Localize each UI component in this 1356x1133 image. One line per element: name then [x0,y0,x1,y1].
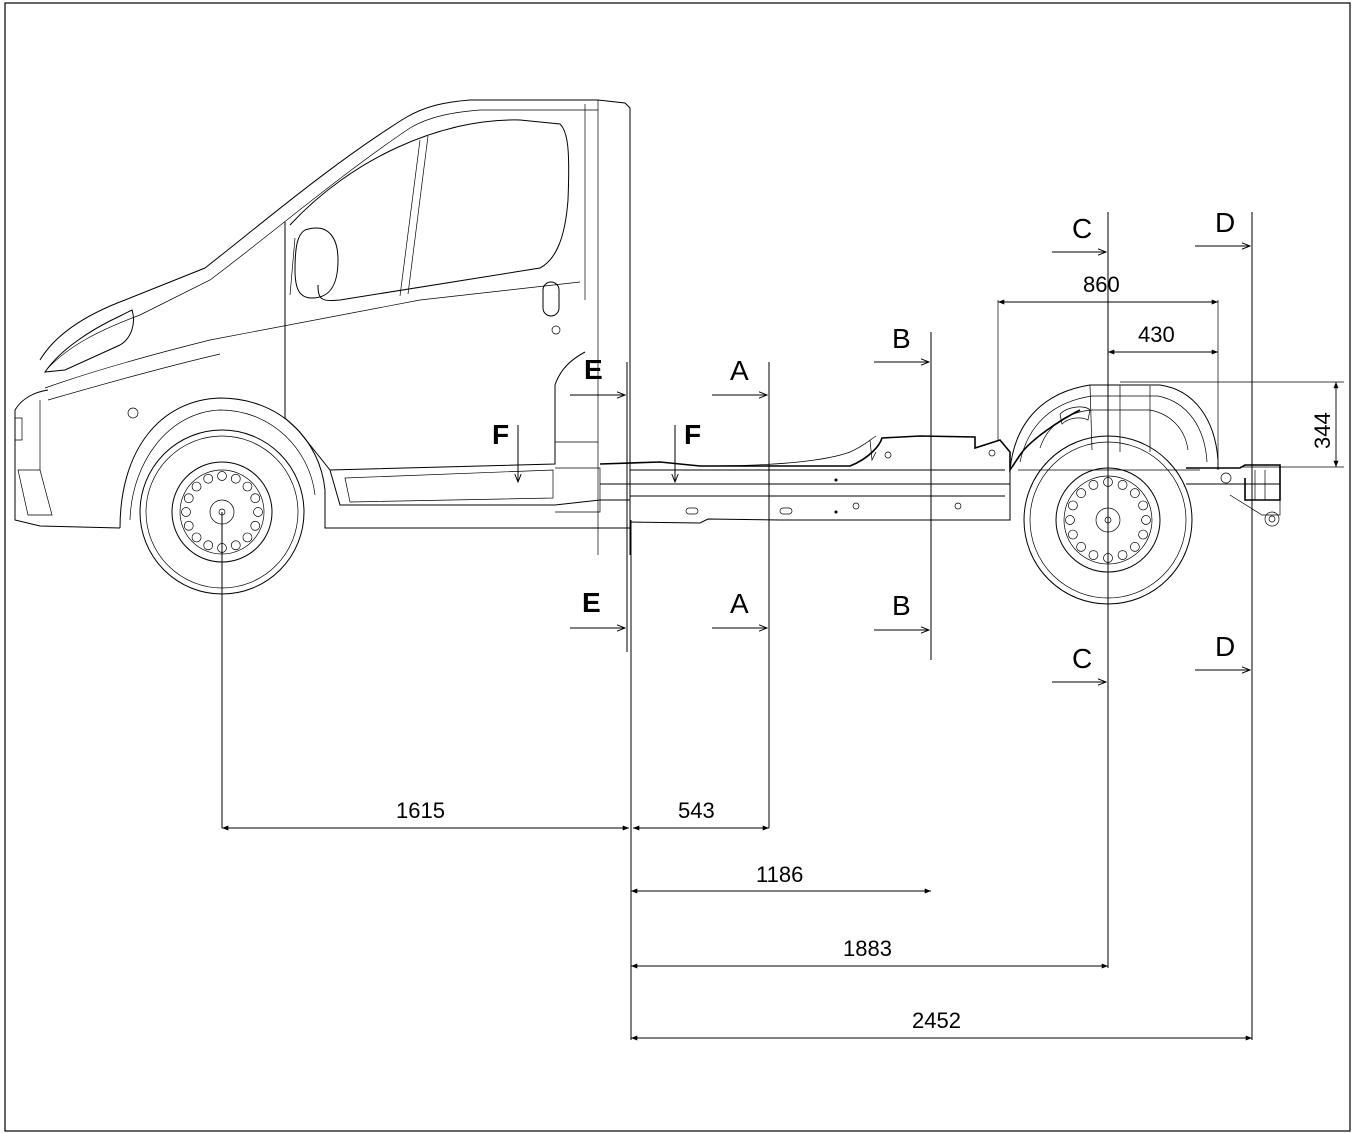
wheel-vent-hole [204,474,213,483]
wheel-vent-hole [1130,489,1139,498]
wheel-vent-hole [184,521,193,530]
section-label-b-top: B [892,323,911,354]
dimension-344: 344 [1310,412,1335,449]
dimension-430: 430 [1138,322,1175,347]
wheel-vent-hole [1089,480,1098,489]
wheel-vent-hole [192,482,201,491]
wheel-vent-hole [243,482,252,491]
dimension-1615: 1615 [396,798,445,823]
wheel-vent-hole [1139,501,1148,510]
wheel-vent-hole [204,541,213,550]
section-label-a-bottom: A [730,588,749,619]
dimension-1186: 1186 [756,862,803,887]
section-label-a-top: A [730,355,749,386]
wheel-vent-hole [1130,542,1139,551]
wheel-vent-hole [243,533,252,542]
section-label-e-top: E [584,354,603,385]
section-label-e-bottom: E [582,587,601,618]
wheel-vent-hole [1068,501,1077,510]
section-label-c-bottom: C [1072,643,1092,674]
wheel-vent-hole [254,508,263,517]
dimension-1883: 1883 [843,936,892,961]
wheel-vent-hole [1142,516,1151,525]
dimension-860: 860 [1083,272,1120,297]
wheel-vent-hole [1066,516,1075,525]
wheel-vent-hole [1077,489,1086,498]
wheel-vent-hole [182,508,191,517]
wheel-vent-hole [1077,542,1086,551]
rear-wheelhouse [1010,385,1218,470]
dimension-lines [222,302,1336,1038]
wheel-vent-hole [251,494,260,503]
section-label-b-bottom: B [892,590,911,621]
dimension-543: 543 [678,798,715,823]
section-lines [222,212,1344,1040]
drawing-border [5,3,1350,1131]
wheel-vent-hole [231,474,240,483]
section-label-d-bottom: D [1215,631,1235,662]
wheel-vent-hole [218,472,227,481]
wheel-vent-hole [184,494,193,503]
section-label-f-left: F [492,419,509,450]
wheel-vent-hole [1139,530,1148,539]
section-label-f-right: F [684,419,701,450]
chassis-frame [600,410,1280,526]
wheel-vent-hole [231,541,240,550]
dimension-2452: 2452 [912,1008,961,1033]
section-label-d-top: D [1215,207,1235,238]
wheel-vent-hole [192,533,201,542]
wheel-vent-hole [251,521,260,530]
cab-body [15,100,630,555]
wheel-vent-hole [1089,551,1098,560]
wheel-vent-hole [1118,551,1127,560]
wheel-vent-hole [1068,530,1077,539]
wheel-vent-hole [1118,480,1127,489]
section-label-c-top: C [1072,213,1092,244]
section-arrows [518,246,1250,682]
